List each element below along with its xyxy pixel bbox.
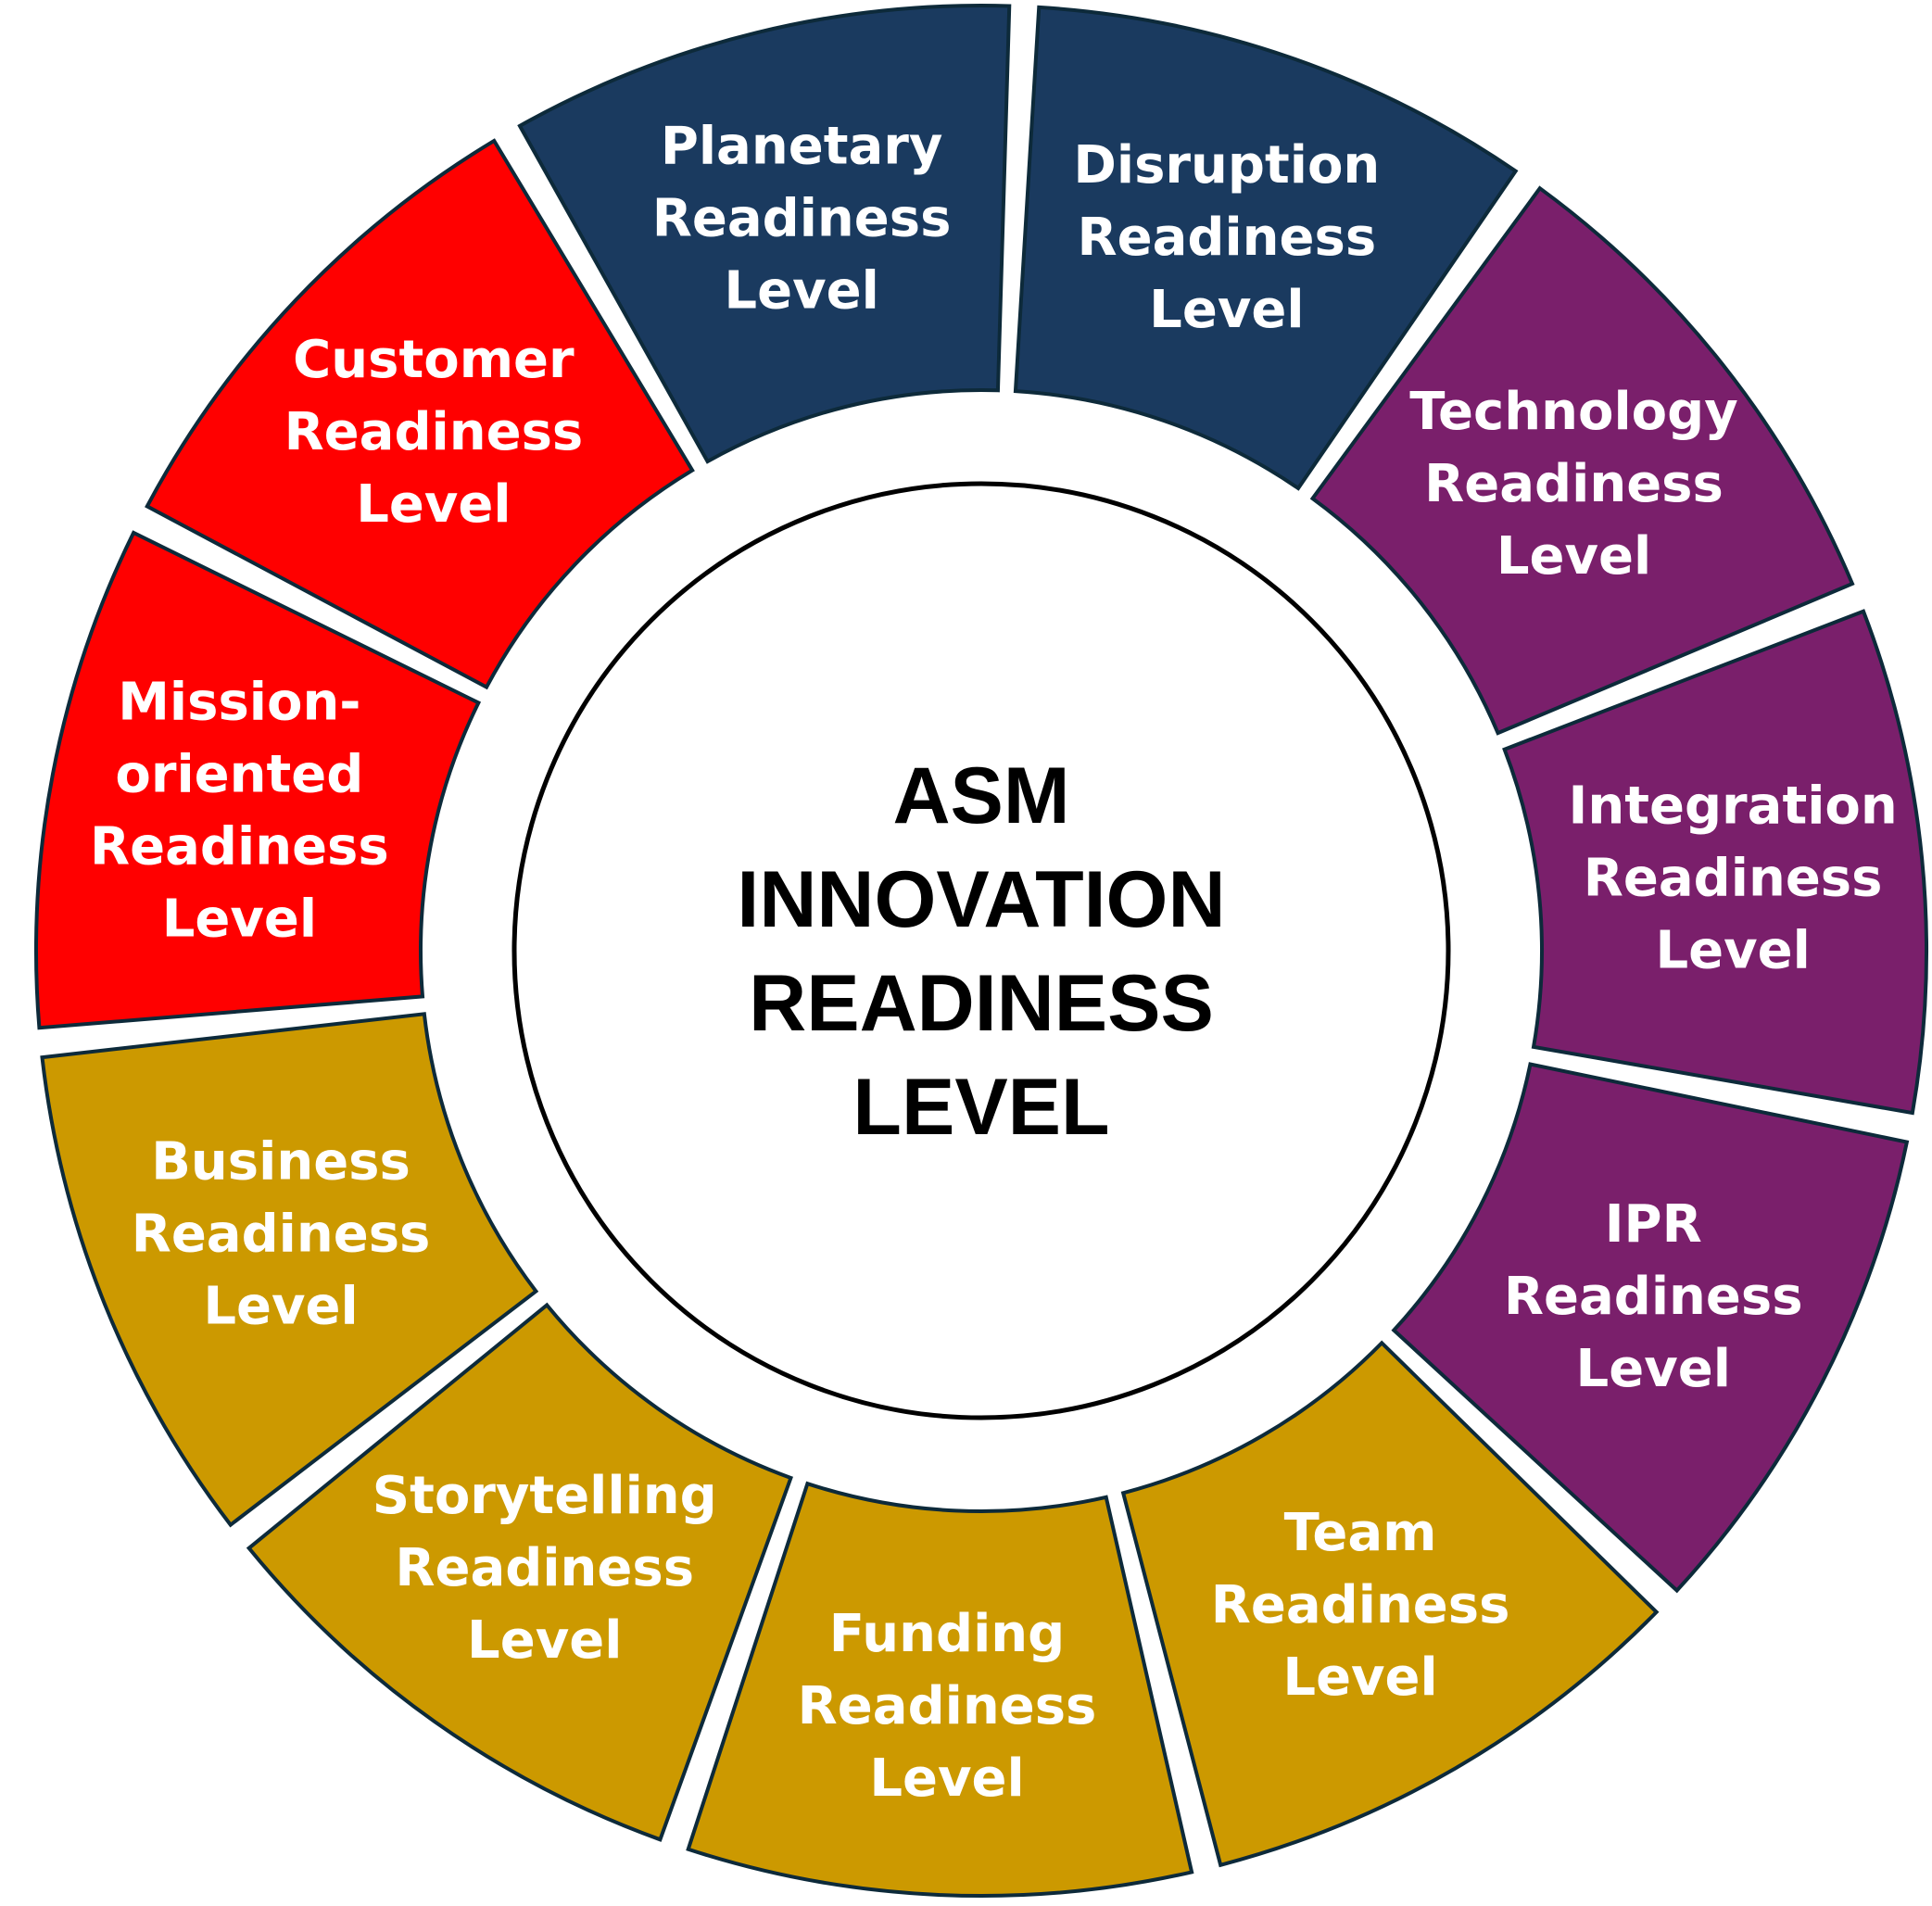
segment-integration bbox=[1502, 609, 1928, 1116]
center-title-line: LEVEL bbox=[852, 1063, 1109, 1152]
segment-customer bbox=[145, 138, 695, 690]
segment-label-line: Team bbox=[1284, 1503, 1437, 1563]
center-title-line: INNOVATION bbox=[737, 855, 1225, 944]
segment-label-line: Level bbox=[1655, 921, 1810, 981]
segment-label-line: Technology bbox=[1409, 382, 1737, 442]
segment-label-line: Readiness bbox=[798, 1676, 1097, 1736]
segment-planetary bbox=[517, 4, 1012, 464]
segment-business bbox=[40, 1012, 539, 1528]
segment-label-line: Readiness bbox=[1078, 208, 1377, 268]
segment-label-line: Disruption bbox=[1073, 135, 1380, 196]
segment-label-line: Level bbox=[724, 260, 878, 321]
segment-team bbox=[1120, 1340, 1660, 1868]
segment-label-line: Readiness bbox=[90, 817, 389, 877]
segment-label-line: Level bbox=[1576, 1339, 1731, 1399]
segment-label-line: Level bbox=[467, 1610, 622, 1671]
segment-label-line: Level bbox=[1149, 280, 1304, 340]
segment-label-line: Level bbox=[869, 1748, 1024, 1809]
segment-label-line: Customer bbox=[293, 330, 575, 390]
segment-storytelling bbox=[246, 1302, 793, 1842]
segment-label-line: Readiness bbox=[132, 1205, 431, 1265]
segment-label-line: Mission- bbox=[118, 673, 360, 733]
segment-label-line: Readiness bbox=[652, 188, 952, 248]
segment-label-line: Level bbox=[162, 890, 317, 950]
center-circle bbox=[511, 481, 1451, 1420]
segment-label-line: Readiness bbox=[1211, 1575, 1510, 1635]
segment-label-line: Readiness bbox=[1504, 1267, 1803, 1327]
segment-label-line: Readiness bbox=[395, 1538, 694, 1598]
segment-label-line: Storytelling bbox=[373, 1466, 717, 1526]
segment-label-line: Level bbox=[203, 1277, 358, 1337]
segment-label-line: Level bbox=[1496, 526, 1651, 587]
segment-label-line: Planetary bbox=[661, 116, 943, 176]
segment-label-line: Level bbox=[1282, 1647, 1437, 1708]
segment-label-line: Funding bbox=[829, 1604, 1065, 1664]
segment-label-line: IPR bbox=[1605, 1194, 1702, 1255]
segment-technology bbox=[1309, 185, 1855, 736]
segment-funding bbox=[686, 1481, 1194, 1898]
segment-ipr bbox=[1391, 1062, 1910, 1594]
segment-label-line: Integration bbox=[1569, 776, 1898, 837]
segment-mission bbox=[34, 530, 482, 1030]
center-title-line: ASM bbox=[892, 751, 1069, 840]
center-title-line: READINESS bbox=[749, 959, 1214, 1048]
segment-label-line: Readiness bbox=[1424, 454, 1724, 514]
center-title: ASM INNOVATION READINESS LEVEL bbox=[737, 751, 1225, 1152]
segment-label-line: Readiness bbox=[1584, 849, 1883, 909]
segment-label-line: Level bbox=[356, 474, 511, 535]
segment-label-line: Readiness bbox=[284, 402, 584, 462]
segment-disruption bbox=[1013, 5, 1519, 491]
segment-label-line: Business bbox=[151, 1132, 410, 1193]
segment-label-line: oriented bbox=[115, 745, 363, 805]
